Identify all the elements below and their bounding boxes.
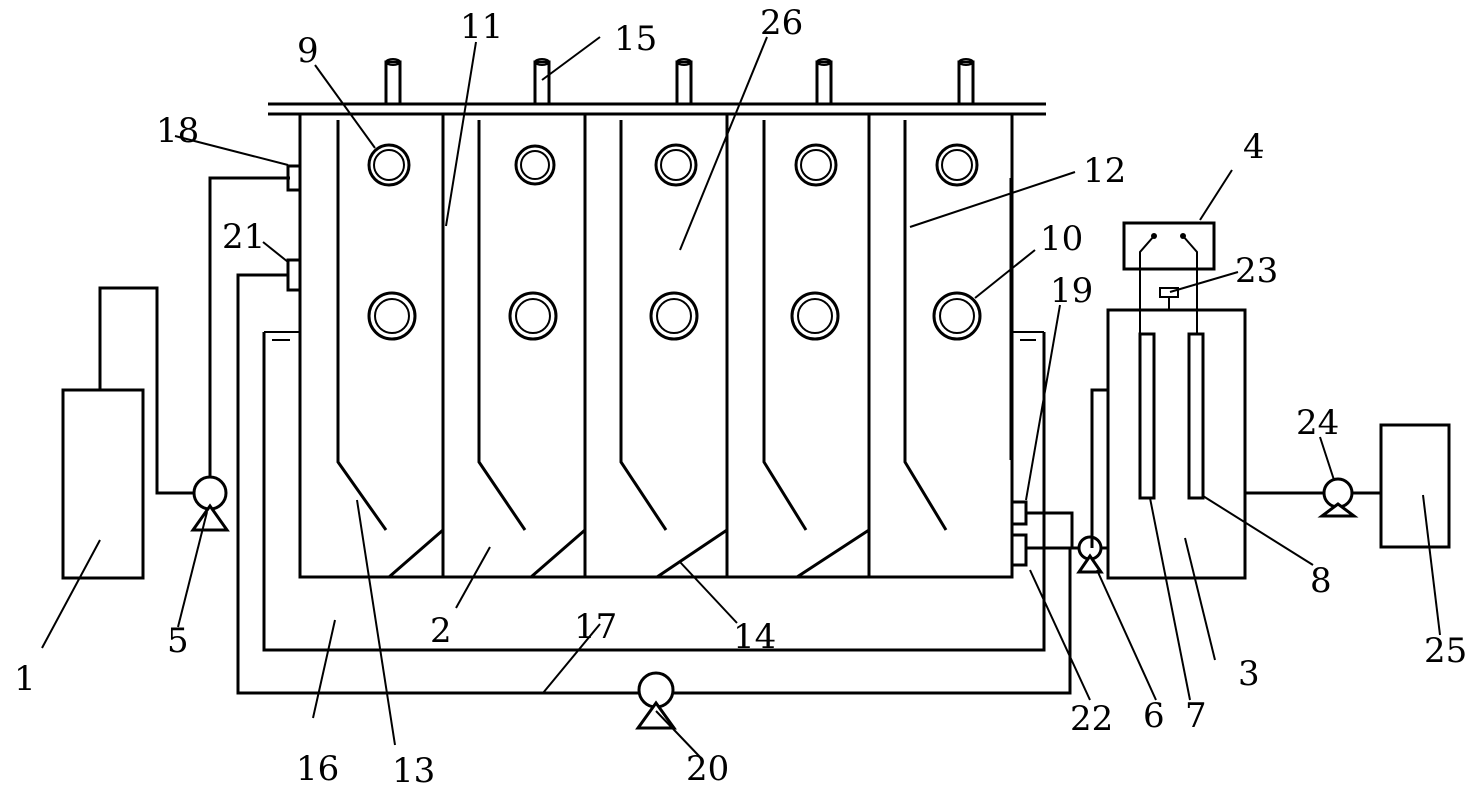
label-9: 9 [297,31,319,71]
inlet-ports [286,164,302,292]
label-19: 19 [1050,271,1093,311]
label-22: 22 [1070,699,1113,739]
recirculation-loop [236,273,1072,730]
water-bath [262,331,1046,652]
label-26: 26 [760,3,803,43]
effluent-line [1245,423,1451,549]
label-5: 5 [167,621,189,661]
label-10: 10 [1040,219,1083,259]
gas-outlets [384,58,975,106]
label-8: 8 [1310,561,1332,601]
label-20: 20 [686,749,729,789]
main-reactor [268,102,1046,579]
outlet-ports [1010,500,1028,567]
label-16: 16 [296,749,339,789]
label-24: 24 [1296,403,1339,443]
sampling-ports-upper [367,143,979,187]
label-2: 2 [430,611,452,651]
part-labels: 1 2 3 4 5 6 7 8 9 10 11 12 13 14 15 16 1… [14,3,1467,791]
sampling-ports-lower [367,291,982,341]
label-25: 25 [1424,631,1467,671]
label-15: 15 [614,19,657,59]
label-12: 12 [1083,151,1126,191]
leader-lines [41,36,1441,758]
label-18: 18 [156,111,199,151]
label-13: 13 [392,751,435,791]
label-11: 11 [460,7,503,47]
label-1: 1 [14,659,36,699]
label-6: 6 [1143,696,1165,736]
label-21: 21 [222,217,265,257]
label-14: 14 [733,617,776,657]
label-7: 7 [1185,696,1207,736]
transfer-pump [1026,388,1110,574]
label-4: 4 [1243,127,1265,167]
influent-tank [61,286,194,580]
electro-tank [1106,221,1247,580]
feed-pump [190,176,290,532]
label-3: 3 [1238,654,1260,694]
label-23: 23 [1235,251,1278,291]
label-17: 17 [574,607,617,647]
